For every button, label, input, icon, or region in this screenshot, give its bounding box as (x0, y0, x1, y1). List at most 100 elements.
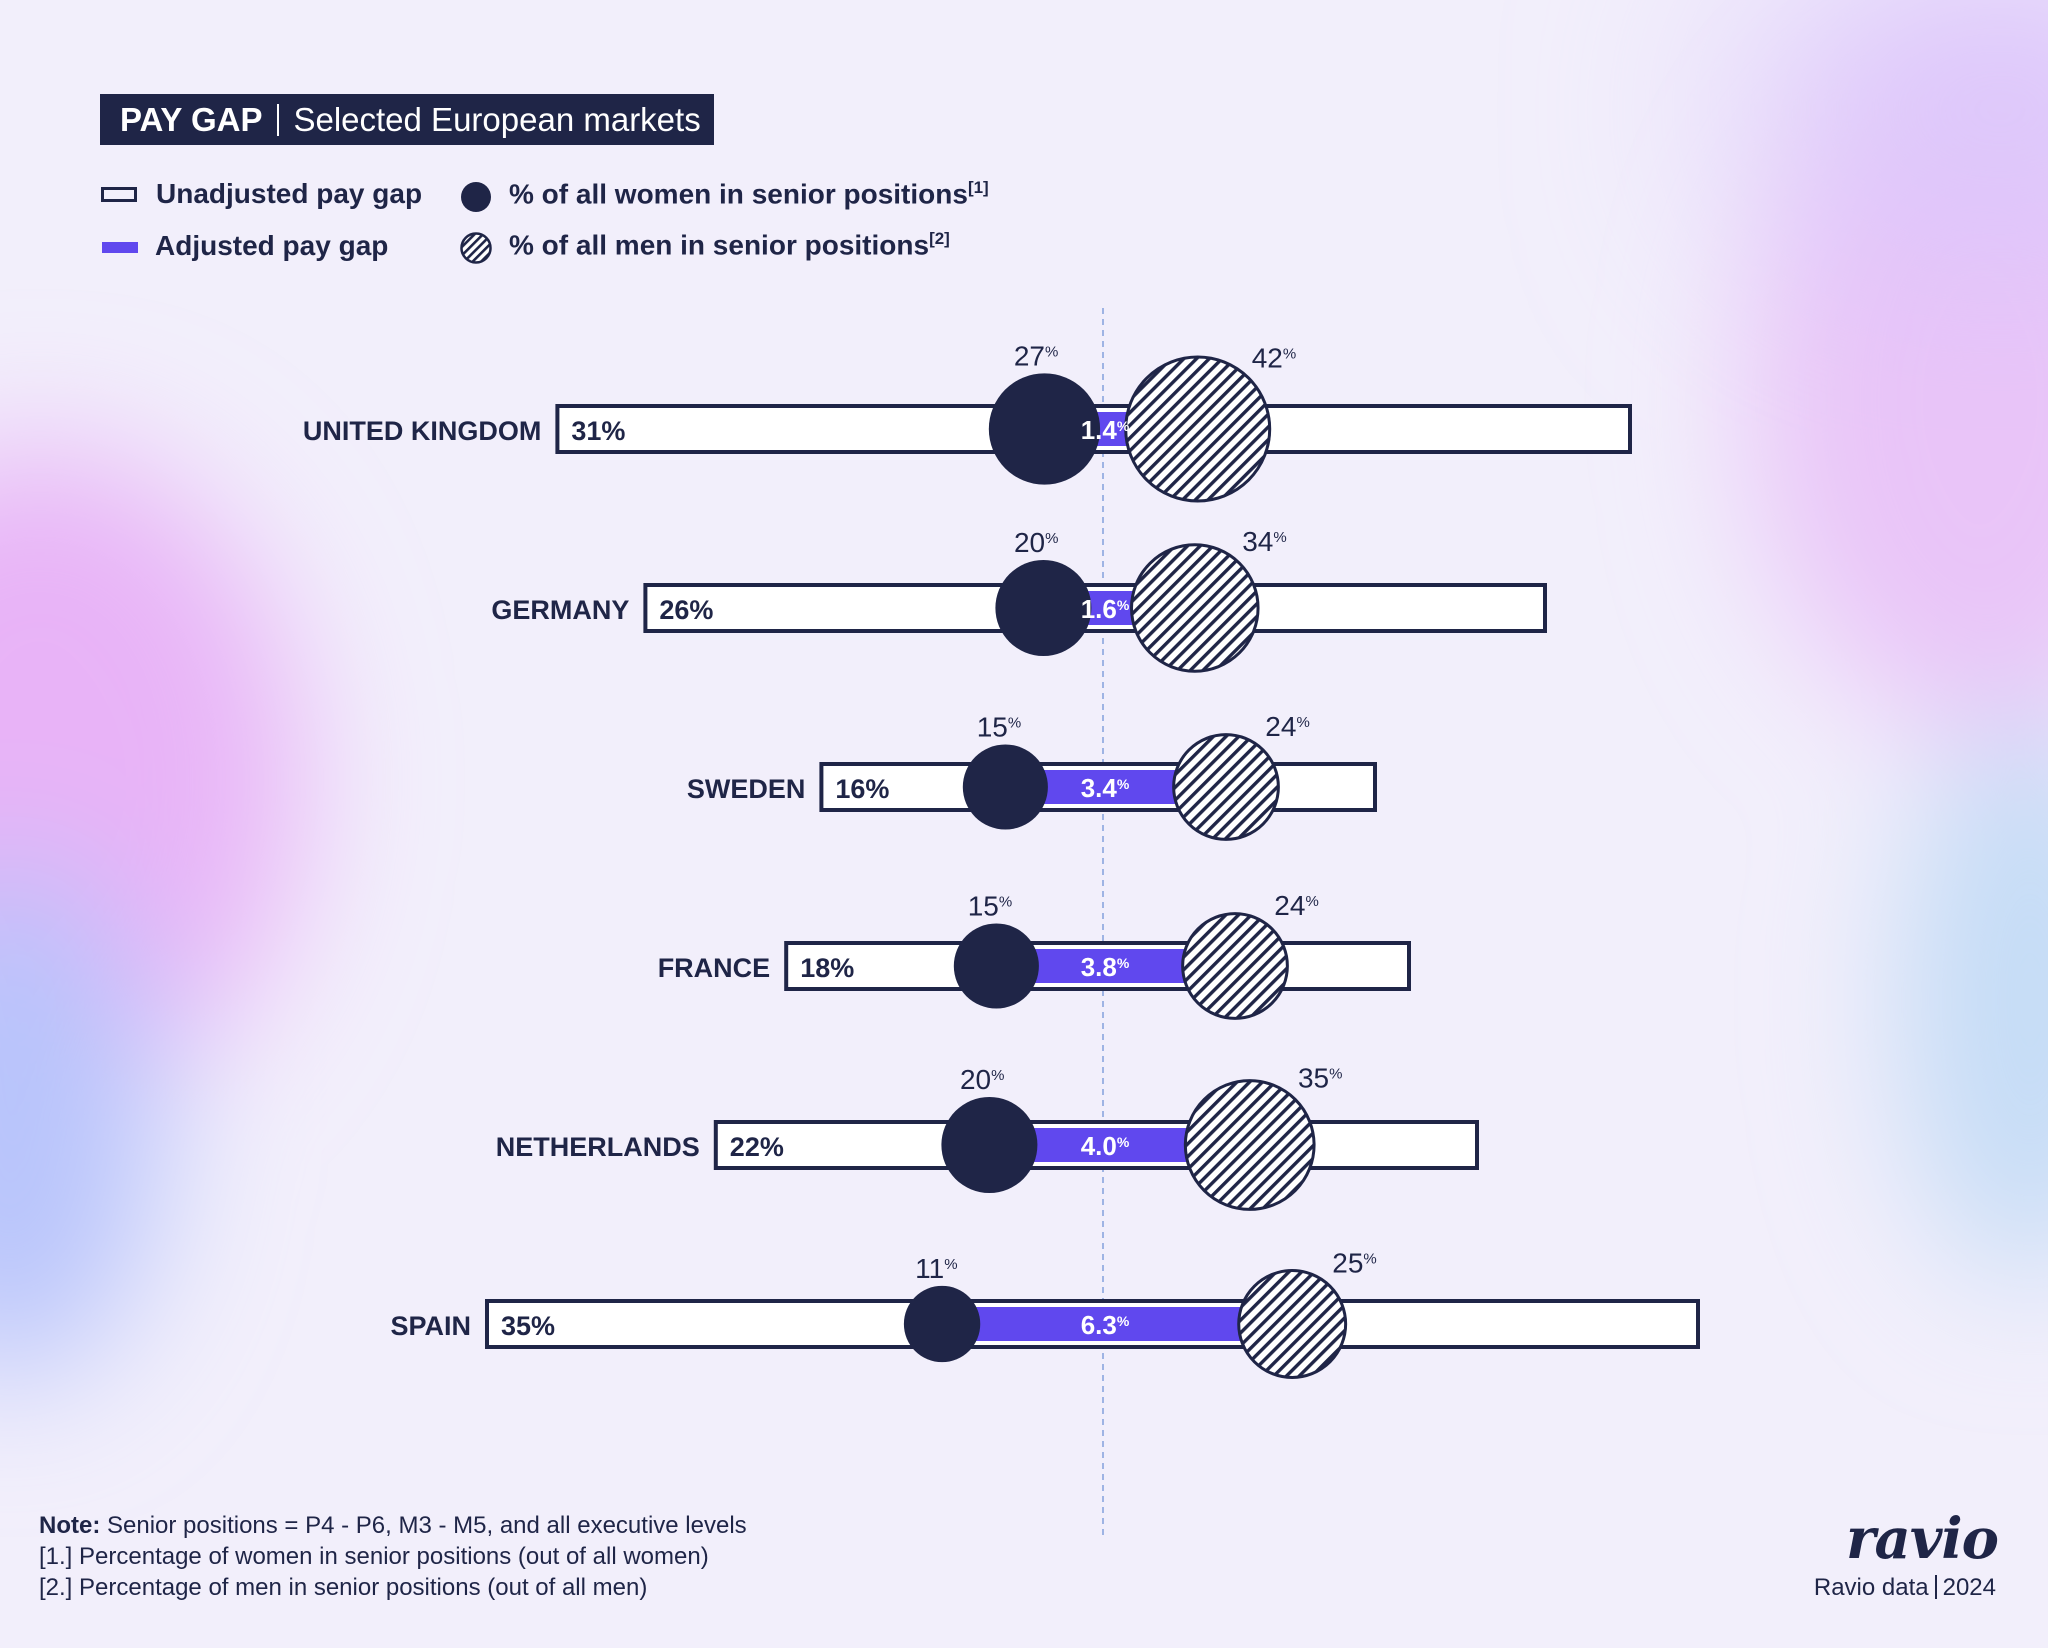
adjusted-value-france: 3.8% (1081, 952, 1130, 982)
adjusted-value-france-value: 3.8 (1081, 952, 1117, 982)
adjusted-bar-sweden (1028, 770, 1182, 804)
footnotes: Note: Senior positions = P4 - P6, M3 - M… (39, 1510, 747, 1603)
source-credit: Ravio data 2024 (1814, 1574, 1996, 1602)
men-value-sweden-unit: % (1296, 714, 1309, 731)
men-value-united-kingdom-unit: % (1283, 345, 1296, 362)
adjusted-value-united-kingdom: 1.4% (1081, 415, 1130, 445)
men-value-netherlands-value: 35 (1298, 1063, 1329, 1094)
adjusted-bar-netherlands (1015, 1128, 1195, 1162)
note-line-2: [1.] Percentage of women in senior posit… (39, 1543, 709, 1570)
country-label-netherlands: NETHERLANDS (496, 1132, 700, 1162)
men-bubble-sweden (1172, 733, 1280, 841)
men-value-sweden: 24% (1265, 711, 1310, 742)
women-value-netherlands: 20% (960, 1064, 1005, 1095)
men-value-germany-value: 34 (1242, 526, 1273, 557)
legend-text-men: % of all men in senior positions (509, 229, 930, 261)
men-value-germany: 34% (1242, 526, 1287, 557)
women-value-spain-value: 11 (915, 1253, 944, 1284)
adjusted-value-germany: 1.6% (1081, 594, 1130, 624)
title-main: PAY GAP (120, 100, 263, 138)
adjusted-value-netherlands-unit: % (1117, 1134, 1130, 1150)
adjusted-value-sweden: 3.4% (1081, 773, 1130, 803)
source-year: 2024 (1942, 1574, 1996, 1601)
adjusted-value-spain-value: 6.3 (1081, 1310, 1117, 1340)
adjusted-value-spain: 6.3% (1081, 1310, 1130, 1340)
women-value-united-kingdom-unit: % (1045, 343, 1058, 360)
men-value-united-kingdom-value: 42 (1252, 342, 1283, 373)
unadjusted-value-united-kingdom: 31% (571, 416, 625, 446)
women-bubble-spain (903, 1285, 981, 1363)
adjusted-value-spain-unit: % (1117, 1313, 1130, 1329)
chart-title: PAY GAP Selected European markets (100, 94, 714, 145)
source-separator (1934, 1575, 1937, 1599)
men-value-france-value: 24 (1274, 890, 1305, 921)
men-bubble-france (1181, 912, 1289, 1020)
women-bubble-germany (995, 560, 1092, 656)
legend-label-women: % of all women in senior positions[1] (509, 178, 989, 210)
legend-ref-women: [1] (967, 178, 989, 197)
women-value-spain-unit: % (944, 1256, 957, 1273)
men-value-france-unit: % (1305, 893, 1318, 910)
adjusted-value-united-kingdom-unit: % (1117, 418, 1130, 434)
women-value-united-kingdom-value: 27 (1014, 340, 1045, 371)
title-subtitle: Selected European markets (293, 100, 701, 138)
men-value-spain-value: 25 (1332, 1248, 1363, 1279)
men-value-germany-unit: % (1273, 529, 1286, 546)
legend-label-men: % of all men in senior positions[2] (509, 229, 950, 261)
source-text: Ravio data (1813, 1574, 1929, 1601)
women-value-united-kingdom: 27% (1014, 340, 1059, 371)
country-label-united-kingdom: UNITED KINGDOM (303, 416, 542, 446)
women-value-sweden-unit: % (1008, 714, 1021, 731)
title-separator (277, 103, 280, 136)
legend-ref-men: [2] (929, 229, 950, 248)
women-value-france-value: 15 (968, 890, 999, 921)
adjusted-value-netherlands: 4.0% (1081, 1131, 1130, 1161)
legend-label-unadjusted: Unadjusted pay gap (156, 178, 423, 209)
women-value-germany-value: 20 (1014, 527, 1045, 558)
unadjusted-value-sweden: 16% (835, 774, 889, 804)
women-value-spain: 11% (915, 1253, 957, 1284)
women-value-sweden: 15% (977, 711, 1021, 742)
women-value-germany: 20% (1014, 527, 1059, 558)
women-bubble-france (953, 923, 1039, 1009)
adjusted-value-united-kingdom-value: 1.4 (1081, 415, 1118, 445)
men-bubble-united-kingdom (1124, 355, 1272, 503)
women-bubble-netherlands (941, 1097, 1038, 1193)
legend-label-adjusted: Adjusted pay gap (155, 230, 389, 261)
legend-swatch-unadjusted (101, 187, 137, 202)
country-label-spain: SPAIN (390, 1311, 471, 1341)
legend-swatch-adjusted (102, 242, 138, 253)
women-bubble-sweden (962, 744, 1048, 830)
men-value-united-kingdom: 42% (1252, 342, 1297, 373)
adjusted-value-germany-unit: % (1117, 597, 1130, 613)
legend-swatch-women (461, 182, 491, 212)
note-line-1: Note: Senior positions = P4 - P6, M3 - M… (39, 1510, 747, 1541)
men-value-france: 24% (1274, 890, 1319, 921)
men-value-spain-unit: % (1363, 1251, 1376, 1268)
women-value-sweden-value: 15 (977, 711, 1008, 742)
unadjusted-value-netherlands: 22% (730, 1132, 784, 1162)
adjusted-value-france-unit: % (1117, 955, 1130, 971)
adjusted-bar-france (1019, 949, 1191, 983)
men-bubble-spain (1237, 1269, 1348, 1379)
adjusted-value-netherlands-value: 4.0 (1081, 1131, 1117, 1161)
adjusted-value-germany-value: 1.6 (1081, 594, 1117, 624)
adjusted-value-sweden-unit: % (1117, 776, 1130, 792)
country-label-france: FRANCE (658, 953, 771, 983)
women-value-france: 15% (968, 890, 1013, 921)
women-value-france-unit: % (999, 893, 1012, 910)
note-line-3: [2.] Percentage of men in senior positio… (39, 1574, 648, 1601)
men-value-netherlands-unit: % (1329, 1066, 1342, 1083)
unadjusted-value-germany: 26% (659, 595, 713, 625)
country-label-germany: GERMANY (491, 595, 629, 625)
women-bubble-united-kingdom (988, 373, 1101, 485)
unadjusted-value-spain: 35% (501, 1311, 555, 1341)
women-value-netherlands-value: 20 (960, 1064, 991, 1095)
adjusted-bar-spain (963, 1307, 1247, 1341)
men-value-netherlands: 35% (1298, 1063, 1343, 1094)
men-value-sweden-value: 24 (1265, 711, 1296, 742)
men-bubble-germany (1130, 543, 1260, 673)
ravio-logo: ravio (1846, 1506, 1999, 1572)
